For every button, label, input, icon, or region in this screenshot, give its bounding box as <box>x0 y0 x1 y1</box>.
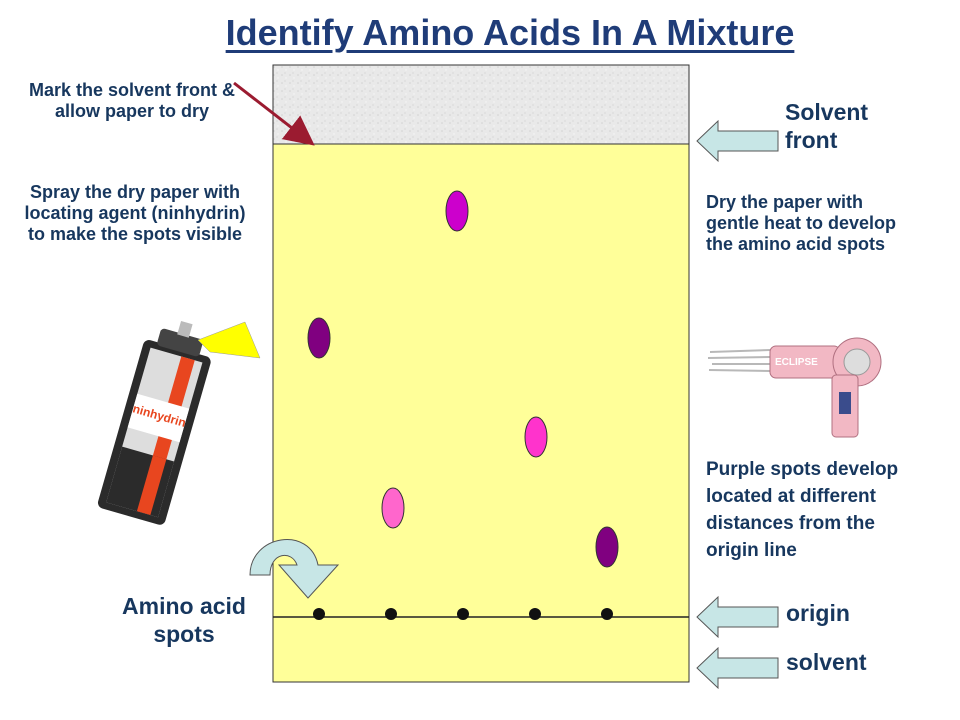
mark-solvent-front-label: Mark the solvent front & allow paper to … <box>28 80 236 121</box>
spray-mist <box>197 321 261 359</box>
spot-purple <box>595 526 619 568</box>
page-title: Identify Amino Acids In A Mixture <box>225 12 795 53</box>
origin-dot <box>601 608 613 620</box>
origin-dot <box>457 608 469 620</box>
origin-dot <box>529 608 541 620</box>
spot-magenta <box>445 190 469 232</box>
origin-arrow <box>696 595 779 639</box>
hair-dryer-icon: ECLIPSE <box>707 337 882 438</box>
solvent-front-label: Solvent front <box>785 99 869 153</box>
origin-label: origin <box>786 600 850 626</box>
solvent-label: solvent <box>786 649 867 675</box>
origin-dot <box>313 608 325 620</box>
amino-acid-spots-label: Amino acid spots <box>122 593 246 647</box>
spot-purple <box>307 317 331 359</box>
purple-spots-label: Purple spots develop located at differen… <box>706 459 899 561</box>
chromatography-paper <box>272 143 690 683</box>
ninhydrin-spray-can: ninhydrin <box>97 320 261 525</box>
dry-instruction-label: Dry the paper with gentle heat to develo… <box>706 192 897 254</box>
curved-arrow <box>249 539 340 599</box>
spot-light-pink <box>381 487 405 529</box>
solvent-region <box>272 64 690 145</box>
solvent-front-arrow <box>696 119 779 163</box>
spot-pink <box>524 416 548 458</box>
dryer-brand: ECLIPSE <box>775 357 818 368</box>
origin-dot <box>385 608 397 620</box>
solvent-arrow <box>696 646 779 690</box>
pointer-arrow <box>233 81 315 146</box>
spray-instruction-label: Spray the dry paper with locating agent … <box>24 182 246 244</box>
